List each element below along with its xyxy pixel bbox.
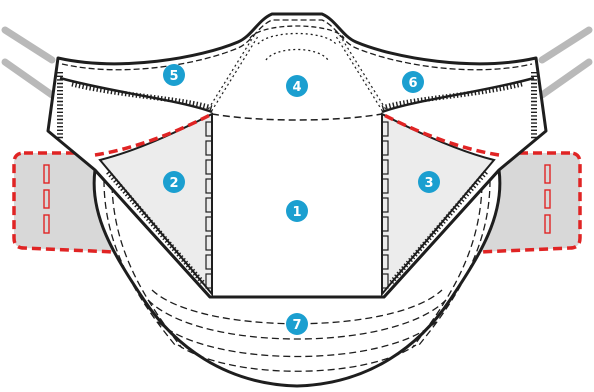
strap-left-lower	[5, 62, 52, 95]
strap-right-lower	[542, 62, 589, 95]
strap-left-upper	[5, 30, 52, 60]
badge-7-label: 7	[292, 318, 301, 333]
badge-3-label: 3	[424, 176, 433, 191]
badge-6-label: 6	[408, 76, 417, 91]
badge-3: 3	[418, 171, 440, 193]
badge-7: 7	[286, 313, 308, 335]
strap-right-upper	[542, 30, 589, 60]
badge-1: 1	[286, 200, 308, 222]
badge-2: 2	[163, 171, 185, 193]
badge-5: 5	[163, 64, 185, 86]
badge-4-label: 4	[292, 80, 301, 95]
badge-2-label: 2	[169, 176, 178, 191]
badge-4: 4	[286, 75, 308, 97]
badge-6: 6	[402, 71, 424, 93]
badge-5-label: 5	[169, 69, 178, 84]
badge-1-label: 1	[292, 205, 301, 220]
